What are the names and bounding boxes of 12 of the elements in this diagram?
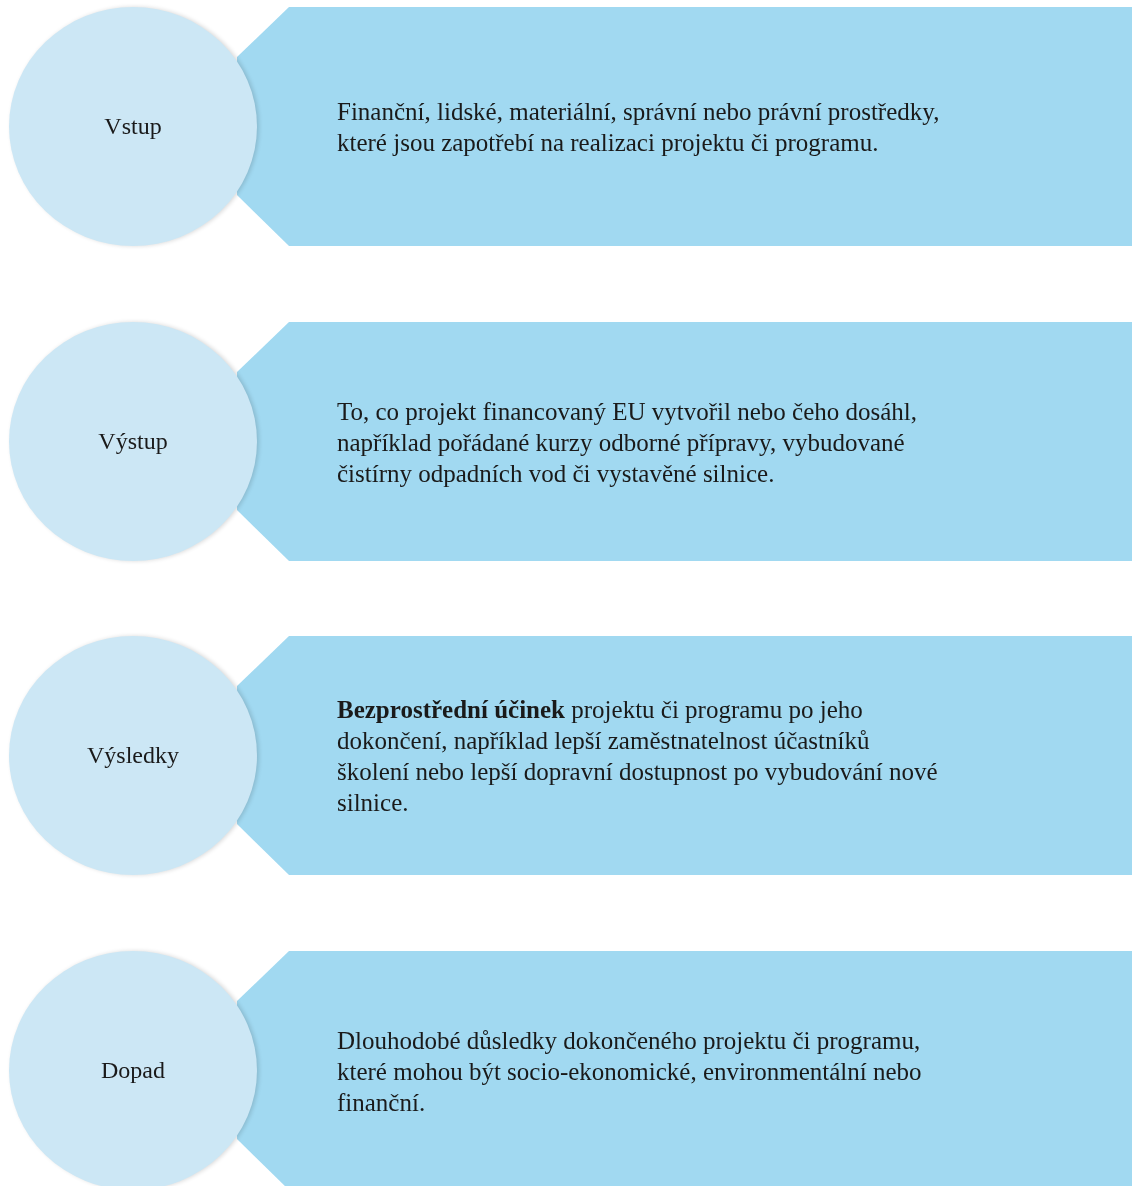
stage-label: Výstup (98, 428, 168, 455)
arrow-banner (237, 322, 1132, 561)
description-text: Bezprostřední účinek projektu či programu po jeho dokončení, například lepší zaměstnatelnost účastníků školení nebo lepší dopravní dostupnost po vybudování nové silnice. (337, 694, 939, 818)
arrow-banner (237, 951, 1132, 1186)
stage-label: Dopad (101, 1057, 165, 1084)
description-text: Dlouhodobé důsledky dokončeného projektu či programu, které mohou být socio-ekonomické, environmentální nebo finanční. (337, 1025, 923, 1117)
stage-label: Vstup (104, 113, 162, 140)
arrow-banner (237, 7, 1132, 246)
arrow-banner (237, 636, 1132, 875)
stage-label: Výsledky (87, 742, 179, 769)
description-text: To, co projekt financovaný EU vytvořil nebo čeho dosáhl, například pořádané kurzy odborné přípravy, vybudované čistírny odpadních vod či vystavěné silnice. (337, 396, 919, 488)
description-text: Finanční, lidské, materiální, správní nebo právní prostředky, které jsou zapotřebí na realizaci projektu či programu. (337, 96, 941, 158)
